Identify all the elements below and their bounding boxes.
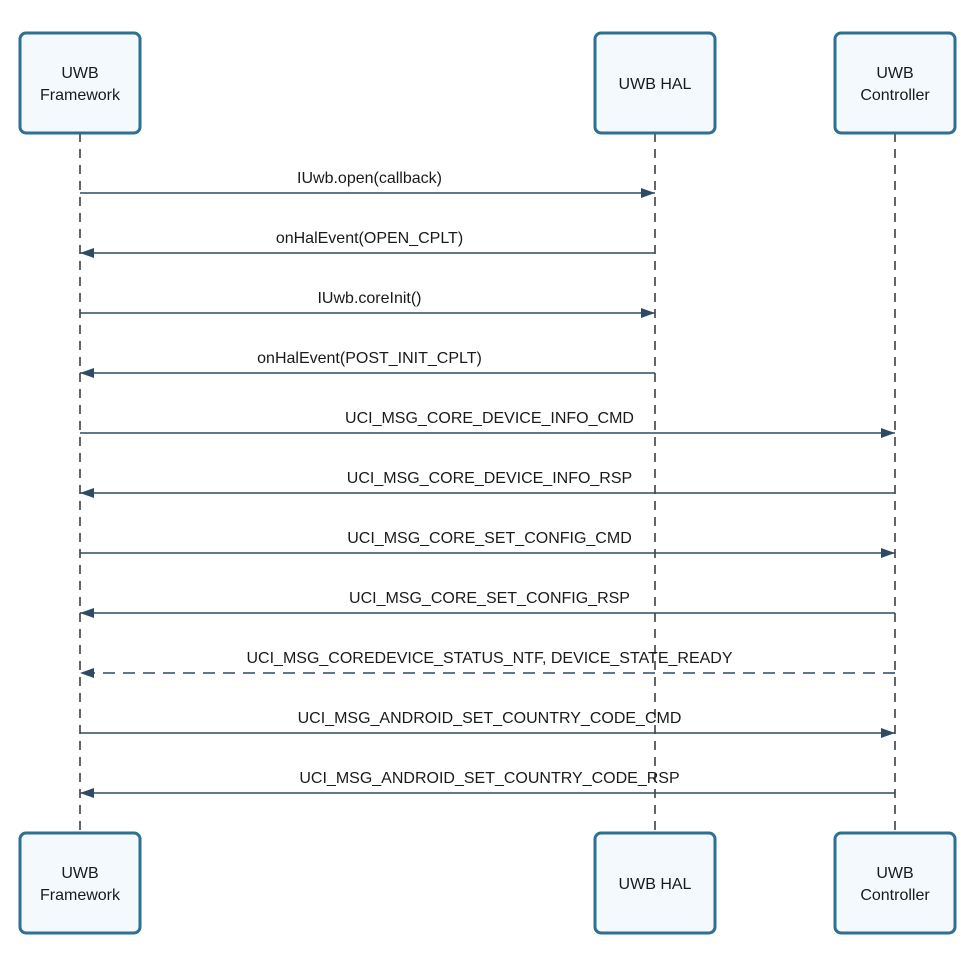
participant-label: UWB xyxy=(876,65,913,82)
participant-label: UWB HAL xyxy=(619,76,692,93)
participant-box xyxy=(18,831,142,935)
participant-hal-top: UWB HAL xyxy=(593,31,717,135)
participant-box xyxy=(593,31,717,135)
participant-framework-top: UWB Framework xyxy=(18,31,142,135)
message-label: UCI_MSG_COREDEVICE_STATUS_NTF, DEVICE_ST… xyxy=(246,650,732,667)
message-9: UCI_MSG_ANDROID_SET_COUNTRY_CODE_CMD xyxy=(80,710,895,738)
message-label: UCI_MSG_CORE_SET_CONFIG_RSP xyxy=(349,590,630,607)
message-label: onHalEvent(POST_INIT_CPLT) xyxy=(257,350,482,367)
participant-box xyxy=(18,31,142,135)
message-3: onHalEvent(POST_INIT_CPLT) xyxy=(80,350,655,378)
message-0: IUwb.open(callback) xyxy=(80,170,655,198)
message-8: UCI_MSG_COREDEVICE_STATUS_NTF, DEVICE_ST… xyxy=(80,650,895,678)
message-2: IUwb.coreInit() xyxy=(80,290,655,318)
participant-label: Framework xyxy=(40,87,121,104)
message-5: UCI_MSG_CORE_DEVICE_INFO_RSP xyxy=(80,470,895,498)
participant-box xyxy=(593,831,717,935)
participant-controller-bottom: UWB Controller xyxy=(833,831,957,935)
participant-box xyxy=(833,831,957,935)
participant-label: Controller xyxy=(860,887,930,904)
participant-label: Controller xyxy=(860,87,930,104)
message-label: UCI_MSG_CORE_SET_CONFIG_CMD xyxy=(347,530,632,547)
participant-label: Framework xyxy=(40,887,121,904)
message-label: UCI_MSG_CORE_DEVICE_INFO_CMD xyxy=(345,410,634,427)
participant-hal-bottom: UWB HAL xyxy=(593,831,717,935)
participant-label: UWB xyxy=(876,865,913,882)
participant-box xyxy=(833,31,957,135)
message-label: IUwb.coreInit() xyxy=(317,290,421,307)
participant-label: UWB xyxy=(61,865,98,882)
messages: IUwb.open(callback) onHalEvent(OPEN_CPLT)… xyxy=(80,170,895,798)
participant-controller-top: UWB Controller xyxy=(833,31,957,135)
message-7: UCI_MSG_CORE_SET_CONFIG_RSP xyxy=(80,590,895,618)
participant-label: UWB HAL xyxy=(619,876,692,893)
message-6: UCI_MSG_CORE_SET_CONFIG_CMD xyxy=(80,530,895,558)
message-label: IUwb.open(callback) xyxy=(297,170,442,187)
message-1: onHalEvent(OPEN_CPLT) xyxy=(80,230,655,258)
participant-framework-bottom: UWB Framework xyxy=(18,831,142,935)
message-4: UCI_MSG_CORE_DEVICE_INFO_CMD xyxy=(80,410,895,438)
participant-label: UWB xyxy=(61,65,98,82)
message-10: UCI_MSG_ANDROID_SET_COUNTRY_CODE_RSP xyxy=(80,770,895,798)
message-label: UCI_MSG_CORE_DEVICE_INFO_RSP xyxy=(347,470,632,487)
message-label: UCI_MSG_ANDROID_SET_COUNTRY_CODE_RSP xyxy=(299,770,679,787)
message-label: onHalEvent(OPEN_CPLT) xyxy=(276,230,463,247)
message-label: UCI_MSG_ANDROID_SET_COUNTRY_CODE_CMD xyxy=(298,710,682,727)
